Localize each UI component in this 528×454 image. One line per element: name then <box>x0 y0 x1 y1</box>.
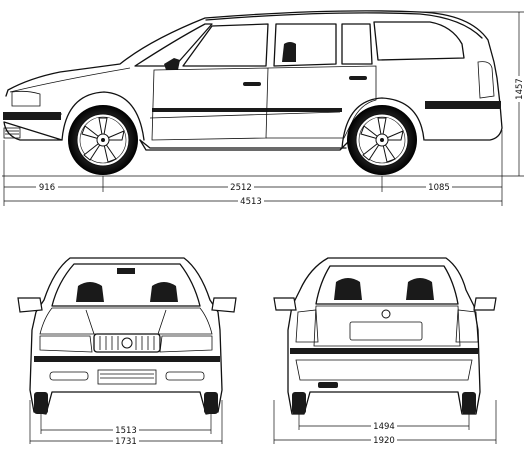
rear-quarter-window <box>341 23 373 65</box>
overall-length-label: 4513 <box>240 197 262 207</box>
front-bumper-strip <box>34 356 220 362</box>
front-logo-icon <box>121 337 133 349</box>
front-dimensions: 1513 1731 <box>29 400 223 447</box>
front-left-headrest <box>76 282 104 302</box>
rear-left-tyre <box>292 392 306 414</box>
side-dimensions: 916 2512 1085 4513 1457 <box>3 11 525 207</box>
rear-right-tyre <box>462 392 476 414</box>
front-door-handle <box>243 82 261 86</box>
rear-bumper-strip <box>425 101 501 109</box>
front-grille <box>93 333 161 353</box>
rear-overhang-label: 1085 <box>428 183 450 193</box>
rear-right-tail-light <box>455 309 479 343</box>
rear-left-tail-light <box>295 309 319 343</box>
front-view <box>17 257 237 415</box>
rear-bumper <box>295 359 473 381</box>
rear-dimensions: 1494 1920 <box>273 400 497 446</box>
front-track-label: 1513 <box>115 426 137 436</box>
front-fog-grille <box>3 127 21 139</box>
rear-right-mirror <box>473 297 497 311</box>
rear-view-mirror <box>117 268 135 274</box>
front-left-fog-light <box>49 371 89 381</box>
exhaust-pipe <box>318 382 338 388</box>
roof-rail <box>205 12 483 39</box>
rear-left-mirror <box>273 297 297 311</box>
rear-track-label: 1494 <box>373 422 395 432</box>
front-left-mirror <box>17 297 43 313</box>
front-body-outline <box>29 257 223 415</box>
wheelbase-label: 2512 <box>230 183 252 193</box>
front-door-outline <box>151 67 269 141</box>
side-headrest <box>282 42 296 62</box>
side-mirror <box>164 58 180 70</box>
rear-body-outline <box>287 257 481 415</box>
rear-width-label: 1920 <box>373 436 395 446</box>
side-protection-strip <box>152 108 342 112</box>
license-plate <box>349 321 423 341</box>
front-wheel <box>68 105 138 175</box>
front-right-tyre <box>204 392 218 414</box>
side-headlight <box>11 90 41 107</box>
rear-logo-icon <box>381 309 391 319</box>
front-hood <box>39 307 213 335</box>
front-right-mirror <box>211 297 237 313</box>
overall-height-label: 1457 <box>515 78 525 100</box>
rear-view <box>273 257 497 415</box>
rear-door-handle <box>349 76 367 80</box>
front-door-window <box>182 23 269 67</box>
front-left-tyre <box>34 392 48 414</box>
rear-window <box>315 265 459 305</box>
front-lower-grille <box>97 369 157 385</box>
front-windshield <box>51 263 201 307</box>
front-overhang-label: 916 <box>39 183 55 193</box>
side-sill <box>139 139 349 151</box>
windshield <box>134 23 213 67</box>
front-right-fog-light <box>165 371 205 381</box>
side-view <box>2 10 524 177</box>
front-width-label: 1731 <box>115 437 137 447</box>
rear-bumper-strip <box>290 348 478 354</box>
rear-left-headrest <box>334 278 362 300</box>
tailgate <box>313 305 461 347</box>
front-right-headlight <box>159 335 213 353</box>
front-bumper-strip <box>3 112 61 120</box>
front-right-headrest <box>150 282 178 302</box>
hood-line <box>9 67 131 93</box>
rear-right-headrest <box>406 278 434 300</box>
front-wheel-arch <box>61 91 145 141</box>
rear-door-window <box>273 23 337 67</box>
front-left-headlight <box>39 335 93 353</box>
rear-wheel <box>347 105 417 175</box>
side-body-outline <box>3 10 503 149</box>
rear-wheel-arch <box>341 97 425 149</box>
side-tail-light <box>477 61 495 99</box>
rear-side-window <box>373 21 465 61</box>
